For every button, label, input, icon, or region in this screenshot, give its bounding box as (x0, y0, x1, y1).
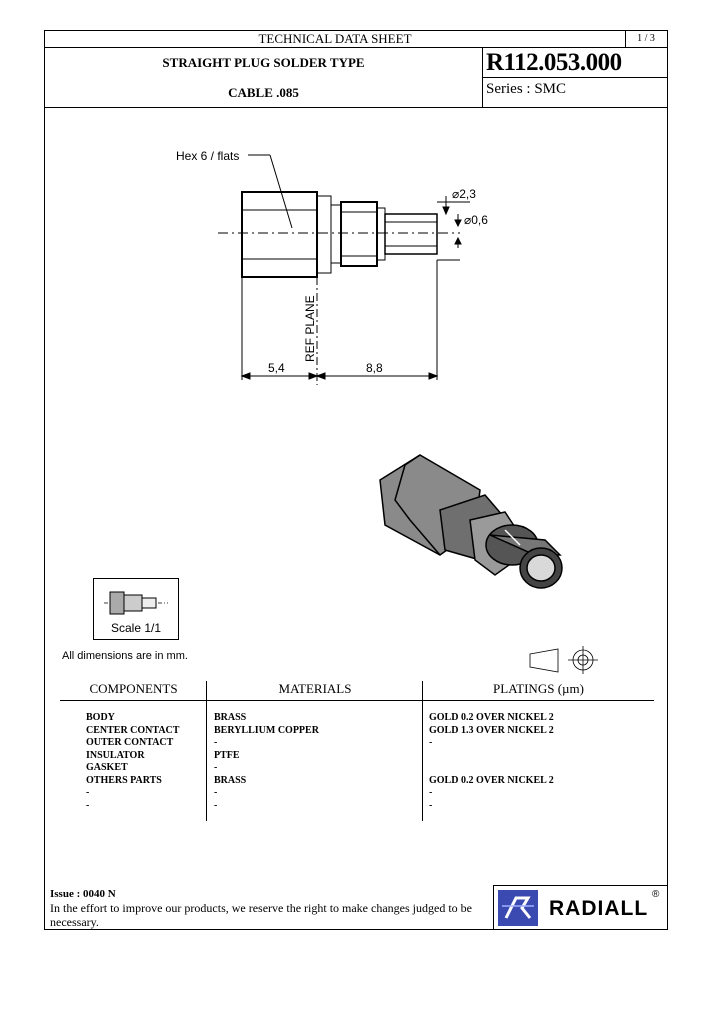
table-cell: - (214, 762, 218, 773)
ref-plane-label: REF PLANE (303, 295, 317, 362)
table-cell: PTFE (214, 749, 240, 761)
table-cell: - (429, 787, 433, 798)
col-header-materials: MATERIALS (278, 681, 352, 696)
units-note: All dimensions are in mm. (62, 650, 188, 662)
scale-label: Scale 1/1 (110, 621, 162, 635)
part-number: R112.053.000 (486, 49, 622, 76)
table-cell: GOLD 0.2 OVER NICKEL 2 (429, 712, 554, 723)
series-label: Series : SMC (486, 81, 567, 97)
page-number: 1 / 3 (625, 31, 667, 48)
dim-right-label: 8,8 (366, 361, 383, 375)
table-cell (429, 762, 554, 775)
table-cell: - (214, 799, 218, 811)
table-cell: CENTER CONTACT (86, 724, 180, 736)
table-cell: - (429, 799, 433, 811)
materials-column: BRASS BERYLLIUM COPPER - PTFE - BRASS - … (214, 712, 319, 812)
radiall-logo-icon (498, 890, 538, 926)
registered-mark: ® (652, 889, 660, 900)
table-cell: - (86, 787, 90, 798)
description-line-1: STRAIGHT PLUG SOLDER TYPE (162, 55, 365, 70)
reference-block: R112.053.000 Series : SMC (482, 47, 667, 108)
collar (316, 195, 332, 274)
table-cell: INSULATOR (86, 749, 145, 761)
table-cell (429, 750, 554, 763)
description-line-2: CABLE .085 (228, 85, 299, 100)
table-cell: BRASS (214, 774, 247, 786)
diameter-outer-value: 2,3 (459, 187, 476, 201)
table-cell: - (214, 737, 218, 748)
table-header-rule (60, 700, 654, 701)
diameter-inner-value: 0,6 (471, 213, 488, 227)
table-cell: OTHERS PARTS (86, 774, 162, 786)
brand-logo: RADIALL ® (493, 885, 668, 930)
table-cell: - (429, 737, 433, 748)
diameter-inner-label: ⌀0,6 (464, 213, 488, 227)
table-divider-1 (206, 681, 207, 821)
sleeve (384, 213, 438, 255)
connector-3d-illustration (379, 454, 563, 589)
table-cell: BERYLLIUM COPPER (214, 724, 319, 736)
dim-left-label: 5,4 (268, 361, 285, 375)
brand-name: RADIALL (549, 897, 649, 920)
issue-label: Issue : 0040 N (50, 888, 116, 900)
table-cell: - (214, 787, 218, 798)
reference-divider (482, 77, 667, 78)
data-sheet-frame: TECHNICAL DATA SHEET 1 / 3 STRAIGHT PLUG… (44, 30, 668, 930)
scale-box: Scale 1/1 (93, 578, 179, 640)
table-cell: OUTER CONTACT (86, 737, 174, 748)
components-column: BODY CENTER CONTACT OUTER CONTACT INSULA… (86, 712, 179, 812)
col-header-platings: PLATINGS (µm) (493, 681, 584, 696)
sheet-title: TECHNICAL DATA SHEET (45, 31, 626, 48)
scale-miniature-icon (104, 591, 168, 615)
table-cell: BODY (86, 712, 115, 723)
table-divider-2 (422, 681, 423, 821)
projection-symbol (529, 646, 598, 674)
col-header-components: COMPONENTS (89, 681, 178, 696)
hex-label: Hex 6 / flats (176, 149, 239, 163)
connector-drawing: Hex 6 / flats ⌀2,3 ⌀0,6 REF PLANE 5,4 8,… (176, 149, 598, 674)
table-cell: GOLD 1.3 OVER NICKEL 2 (429, 724, 554, 736)
diameter-outer-label: ⌀2,3 (452, 187, 476, 201)
hex-nut (241, 191, 318, 278)
platings-column: GOLD 0.2 OVER NICKEL 2 GOLD 1.3 OVER NIC… (429, 712, 554, 812)
table-cell: - (86, 799, 90, 811)
disclaimer-note: In the effort to improve our products, w… (50, 901, 472, 929)
table-cell: BRASS (214, 712, 247, 723)
table-cell: GASKET (86, 762, 128, 773)
table-cell: GOLD 0.2 OVER NICKEL 2 (429, 774, 554, 786)
